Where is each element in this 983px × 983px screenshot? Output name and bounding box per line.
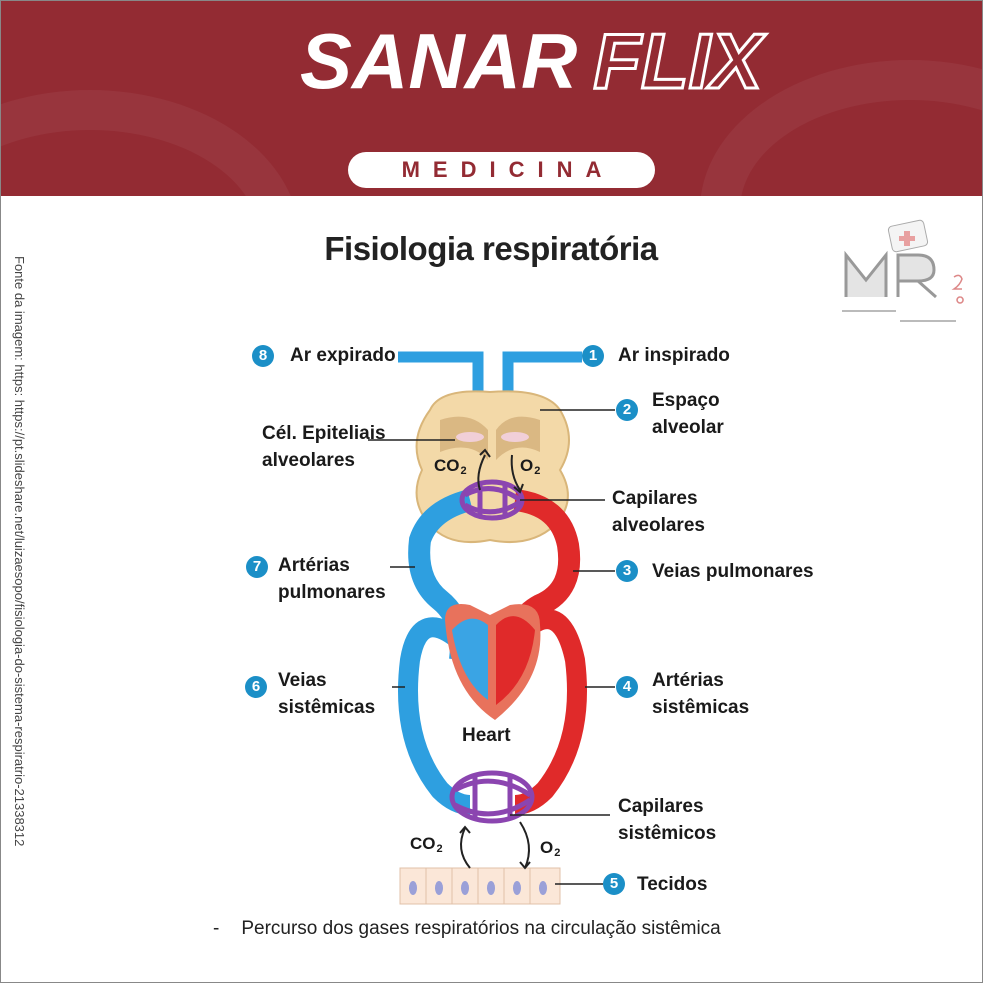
medicina-badge: MEDICINA <box>348 152 655 188</box>
label-line: alveolares <box>262 450 355 471</box>
step-badge-3: 3 <box>616 560 638 582</box>
step-badge-1: 1 <box>582 345 604 367</box>
label-line: pulmonares <box>278 582 386 603</box>
airway-inspired <box>502 351 582 400</box>
label-line: Capilares <box>618 796 704 817</box>
label-capilares-alveolares: Capilares alveolares <box>612 485 705 539</box>
label-line: Artérias <box>652 670 724 691</box>
step-badge-2: 2 <box>616 399 638 421</box>
airway-expired <box>398 351 484 400</box>
caption-bullet: - <box>213 918 220 939</box>
label-ar-inspirado: Ar inspirado <box>618 345 730 366</box>
label-veias-pulmonares: Veias pulmonares <box>652 561 814 582</box>
label-heart: Heart <box>462 725 511 746</box>
step-badge-6: 6 <box>245 676 267 698</box>
gas-subscript: 2 <box>460 465 467 477</box>
label-arterias-sistemicas: Artérias sistêmicas <box>652 667 749 721</box>
epithelial-cell <box>456 432 484 442</box>
label-cel-epiteliais: Cél. Epiteliais alveolares <box>262 420 386 474</box>
epithelial-cell <box>501 432 529 442</box>
label-line: Capilares <box>612 488 698 509</box>
gas-symbol: O <box>520 456 534 475</box>
label-line: sistêmicas <box>652 697 750 718</box>
medicina-resumida-logo <box>842 219 964 322</box>
label-arterias-pulmonares: Artérias pulmonares <box>278 552 386 606</box>
label-line: Artérias <box>278 555 350 576</box>
label-line: Cél. Epiteliais <box>262 423 386 444</box>
gas-subscript: 2 <box>554 847 561 859</box>
step-badge-4: 4 <box>616 676 638 698</box>
caption-text: Percurso dos gases respiratórios na circ… <box>241 918 721 939</box>
label-espaco-alveolar: Espaço alveolar <box>652 387 724 441</box>
label-ar-expirado: Ar expirado <box>290 345 396 366</box>
page-title: Fisiologia respiratória <box>324 230 658 267</box>
gas-symbol: CO <box>434 456 460 475</box>
gas-symbol: O <box>540 838 554 857</box>
label-line: Espaço <box>652 390 720 411</box>
gas-o2-tissue: O2 <box>540 838 560 860</box>
systemic-capillaries <box>449 770 535 824</box>
step-badge-7: 7 <box>246 556 268 578</box>
label-line: sistêmicos <box>618 823 717 844</box>
gas-co2-tissue: CO2 <box>410 834 443 856</box>
tissue-cells <box>399 867 561 905</box>
gas-subscript: 2 <box>436 843 443 855</box>
label-line: alveolares <box>612 515 705 536</box>
label-line: alveolar <box>652 417 724 438</box>
caption: -Percurso dos gases respiratórios na cir… <box>213 918 743 940</box>
label-line: Veias <box>278 670 327 691</box>
label-line: sistêmicas <box>278 697 376 718</box>
gas-symbol: CO <box>410 834 436 853</box>
label-veias-sistemicas: Veias sistêmicas <box>278 667 375 721</box>
label-capilares-sistemicos: Capilares sistêmicos <box>618 793 716 847</box>
brand-left: SANAR <box>300 17 578 105</box>
step-badge-8: 8 <box>252 345 274 367</box>
gas-co2-alveolar: CO2 <box>434 456 467 478</box>
gas-subscript: 2 <box>534 465 541 477</box>
step-badge-5: 5 <box>603 873 625 895</box>
gas-o2-alveolar: O2 <box>520 456 540 478</box>
label-tecidos: Tecidos <box>637 874 708 895</box>
brand-right: FLIX <box>592 17 764 105</box>
